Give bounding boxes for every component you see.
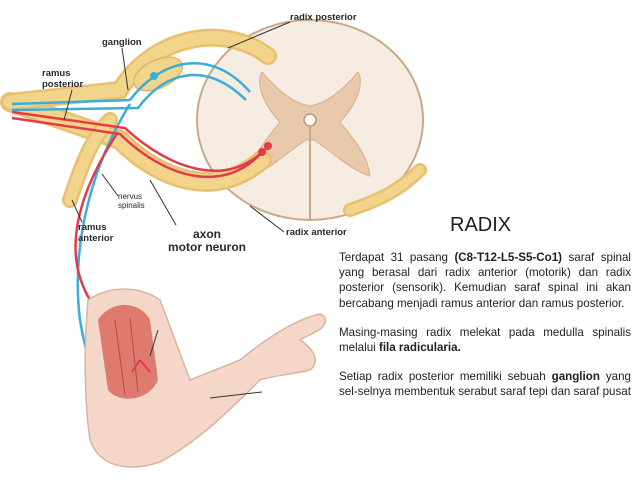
p1-text-a: Terdapat 31 pasang <box>339 251 455 264</box>
label-ganglion: ganglion <box>102 37 142 48</box>
label-nervus-spinalis: nervus spinalis <box>118 192 145 210</box>
p3-text-a: Setiap radix posterior memiliki sebuah <box>339 370 552 384</box>
p2-text-a: Masing-masing radix melekat pada medulla… <box>339 325 631 355</box>
p1-text-c: saraf spinal yang berasal dari radix ant… <box>339 251 631 310</box>
arm-illustration <box>84 288 327 468</box>
paragraph-1: Terdapat 31 pasang (C8-T12-L5-S5-Co1) sa… <box>339 250 631 311</box>
p3-text-c: yang sel-selnya membentuk serabut saraf … <box>339 370 631 399</box>
label-ramus-anterior: ramus anterior <box>78 222 114 244</box>
p1-bold-segments: (C8-T12-L5-S5-Co1) <box>454 251 563 264</box>
label-ramus-posterior: ramus posterior <box>42 68 84 90</box>
panel-body: Terdapat 31 pasang (C8-T12-L5-S5-Co1) sa… <box>339 250 631 414</box>
label-radix-posterior: radix posterior <box>290 12 357 23</box>
paragraph-3: Setiap radix posterior memiliki sebuah g… <box>339 369 631 399</box>
panel-title: RADIX <box>450 214 512 236</box>
label-axon-motor-neuron: axon motor neuron <box>168 227 246 254</box>
p3-bold-ganglion: ganglion <box>551 370 600 384</box>
p2-bold-fila: fila radicularia. <box>378 341 461 355</box>
label-radix-anterior: radix anterior <box>286 227 347 238</box>
central-canal <box>303 113 317 127</box>
leader-lines <box>63 21 291 399</box>
paragraph-2: Masing-masing radix melekat pada medulla… <box>339 325 631 355</box>
